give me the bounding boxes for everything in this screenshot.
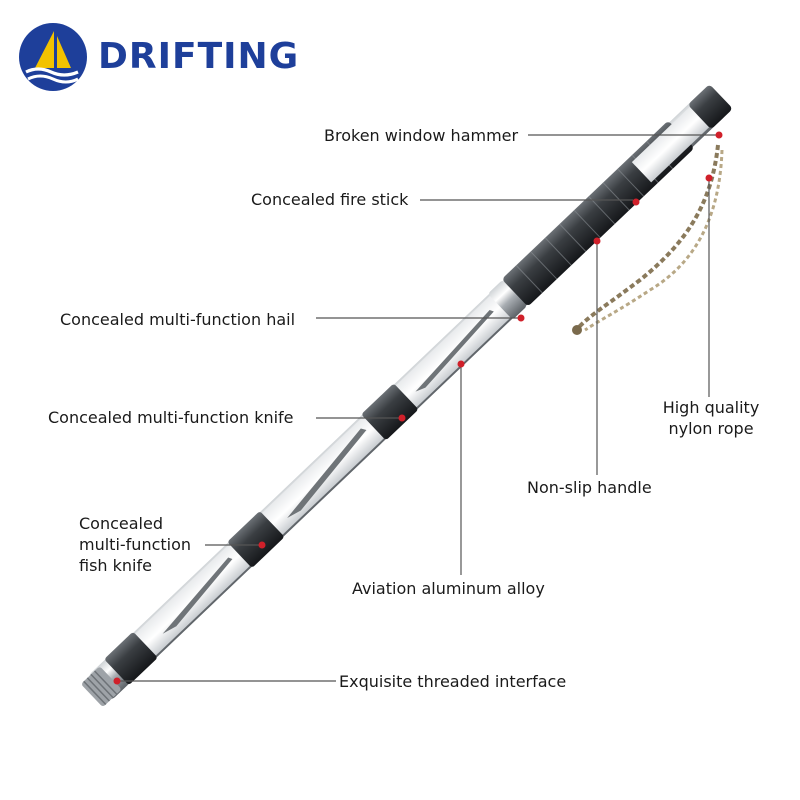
label-concealed-fire-stick: Concealed fire stick xyxy=(251,190,409,209)
callout-dot-aluminum xyxy=(457,360,465,368)
label-fish-knife-line3: fish knife xyxy=(79,556,152,575)
label-broken-window-hammer: Broken window hammer xyxy=(324,126,519,145)
callout-dot-hail xyxy=(517,314,525,322)
callout-dot-hammer xyxy=(715,131,723,139)
brand-logo: DRIFTING xyxy=(18,22,308,92)
callout-dot-thread xyxy=(113,677,121,685)
brand-name: DRIFTING xyxy=(98,36,300,77)
label-exquisite-threaded-interface: Exquisite threaded interface xyxy=(339,672,567,691)
label-aviation-aluminum-alloy: Aviation aluminum alloy xyxy=(352,579,545,598)
nylon-rope xyxy=(576,144,720,330)
callout-dot-rope xyxy=(705,174,713,182)
label-non-slip-handle: Non-slip handle xyxy=(527,478,652,497)
label-high-quality-nylon-rope: High quality nylon rope xyxy=(656,397,766,439)
label-fish-knife-line2: multi-function xyxy=(79,535,192,554)
label-fish-knife: Concealed multi-function fish knife xyxy=(79,513,191,576)
label-high-quality-line2: nylon rope xyxy=(668,419,754,438)
callout-dot-knife xyxy=(398,414,406,422)
label-concealed-multi-function-knife: Concealed multi-function knife xyxy=(48,408,294,427)
callout-dot-fish-knife xyxy=(258,541,266,549)
sailboat-logo-icon xyxy=(19,23,87,91)
label-fish-knife-line1: Concealed xyxy=(79,514,163,533)
threaded-end-cap xyxy=(82,667,121,707)
label-concealed-multi-function-hail: Concealed multi-function hail xyxy=(60,310,296,329)
label-high-quality-line1: High quality xyxy=(662,398,760,417)
callout-dot-handle xyxy=(593,237,601,245)
callout-dot-fire-stick xyxy=(632,198,640,206)
